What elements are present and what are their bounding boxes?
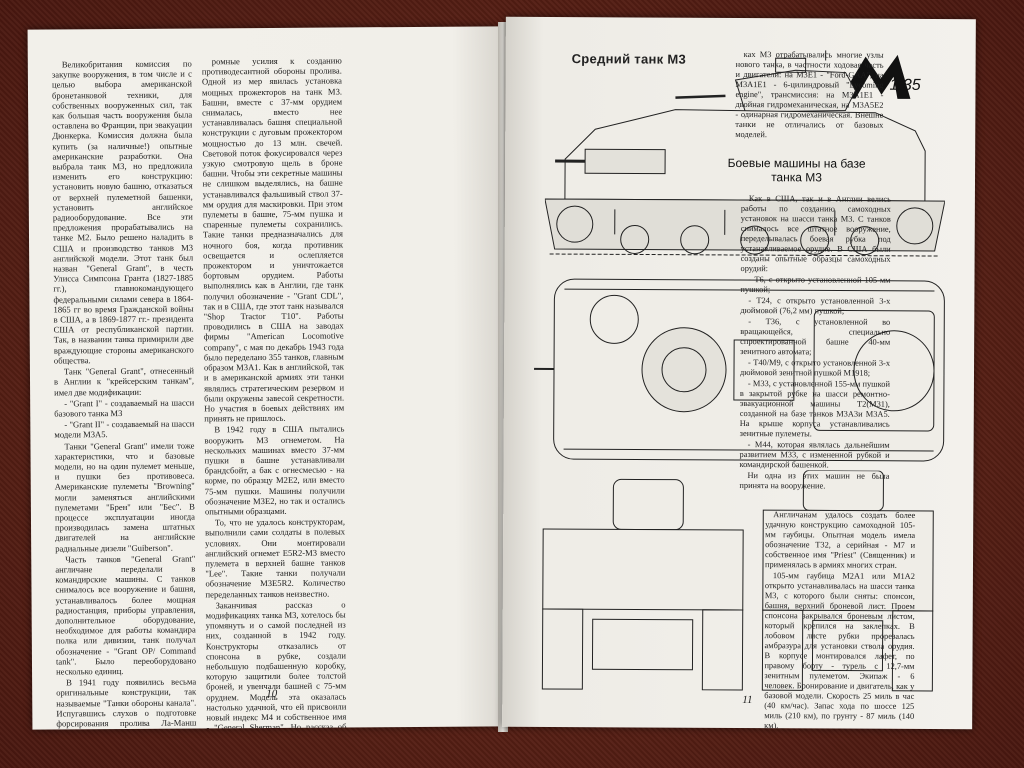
- right-text-top: ках М3 отрабатывались многие узлы нового…: [735, 50, 884, 140]
- left-page: Великобритания комиссия по закупке воору…: [27, 26, 505, 730]
- right-text-middle: Как в США, так и в Англии велись работы …: [739, 194, 891, 493]
- paragraph: Часть танков "General Grant" англичане п…: [55, 553, 197, 677]
- left-column-1: Великобритания комиссия по закупке воору…: [52, 59, 197, 730]
- paragraph: - Т36, с установленной во вращающейся, с…: [740, 317, 891, 357]
- paragraph: - М44, которая являлась дальнейшим разви…: [739, 440, 890, 470]
- paragraph: 105-мм гаубица М2А1 или М1А2 открыто уст…: [764, 571, 915, 730]
- paragraph: Как в США, так и в Англии велись работы …: [740, 194, 891, 274]
- paragraph: Великобритания комиссия по закупке воору…: [51, 58, 194, 366]
- paragraph: Ни одна из этих машин не была принята на…: [739, 471, 890, 491]
- section-heading: Боевые машины на базе танка М3: [727, 155, 866, 185]
- paragraph: В 1942 году в США пытались вооружить М3 …: [204, 423, 345, 517]
- paragraph: ромные усилия к созданию противодесантно…: [201, 55, 345, 424]
- tank-top-view-drawing: [534, 278, 945, 462]
- tank-front-rear-view-drawing: [541, 469, 934, 692]
- right-text-lower: Англичанам удалось создать более удачную…: [764, 510, 915, 729]
- paragraph: В 1941 году появились весьма оригинальны…: [56, 676, 197, 730]
- left-column-2: ромные усилия к созданию противодесантно…: [202, 55, 347, 729]
- left-page-number: 10: [266, 687, 278, 701]
- right-page-number: 11: [742, 694, 753, 707]
- paragraph: Англичанам удалось создать более удачную…: [764, 510, 916, 570]
- paragraph: То, что не удалось конструкторам, выполн…: [205, 516, 346, 599]
- paragraph: Танки "General Grant" имели тоже характе…: [54, 440, 196, 554]
- tank-side-view-drawing: [544, 48, 946, 257]
- paragraph: - Т40/М9, с открыто установленной 3-х дю…: [739, 358, 891, 378]
- paragraph: Танк "General Grant", отнесенный в Англи…: [53, 365, 195, 397]
- paragraph: - Т24, с открыто установленной 3-х дюймо…: [740, 296, 891, 316]
- right-page: Средний танк М3 1:35: [502, 16, 976, 730]
- paragraph: Заканчивая рассказ о модификациях танка …: [205, 599, 347, 730]
- paragraph: - "Grant I" - создаваемый на шасси базов…: [54, 397, 195, 419]
- scale-logo-icon: [840, 54, 911, 99]
- paragraph: - "Grant II" - создаваемый на шасси моде…: [54, 418, 195, 440]
- paragraph: - М33, с установленной 155-мм пушкой в з…: [739, 379, 890, 439]
- paragraph: - Т6, с открыто установленной 105-мм пуш…: [740, 275, 891, 295]
